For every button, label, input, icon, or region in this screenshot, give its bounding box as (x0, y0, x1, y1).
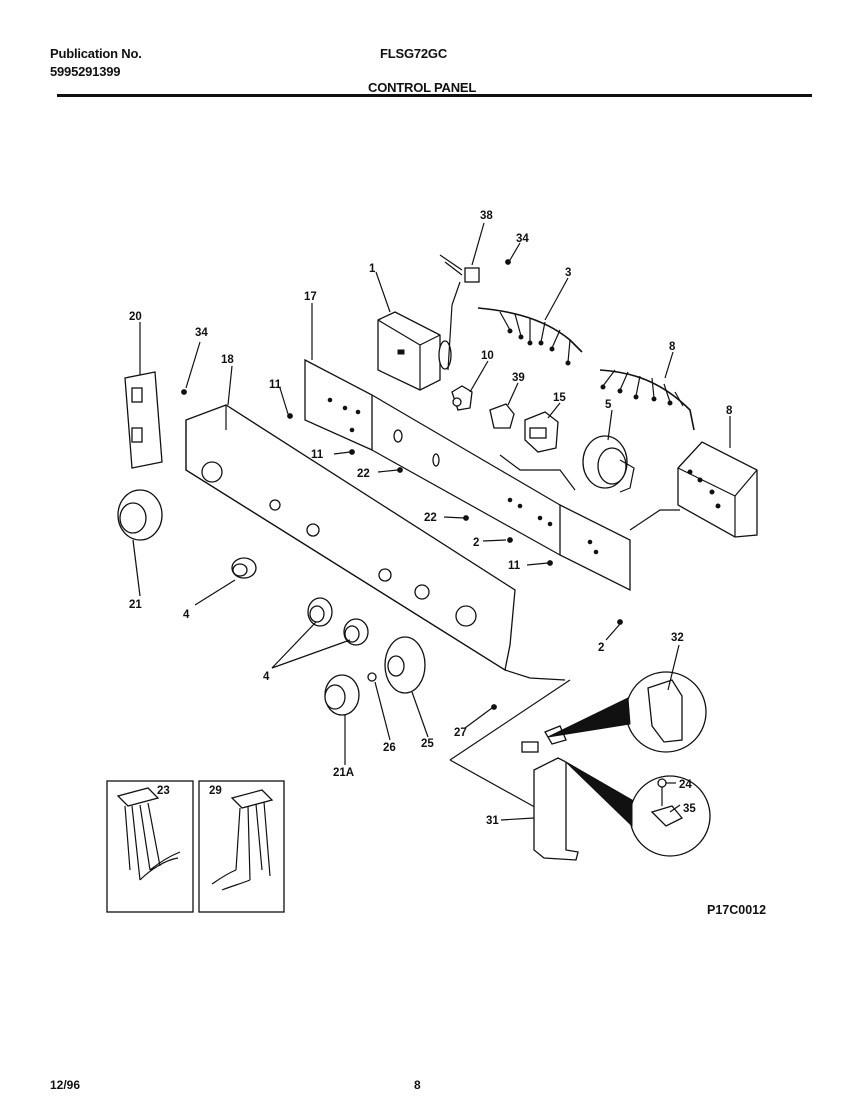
rotary-switch (451, 385, 559, 453)
bracket-31 (449, 679, 579, 861)
callout-4: 4 (183, 609, 190, 621)
callout-22: 22 (424, 512, 437, 524)
footer-date: 12/96 (50, 1078, 81, 1092)
knobs (117, 489, 426, 716)
callout-34: 34 (516, 233, 529, 245)
detail-circle-24-35 (565, 761, 711, 857)
callout-31: 31 (486, 815, 499, 827)
callout-4: 4 (263, 671, 270, 683)
callout-8: 8 (726, 405, 733, 417)
callout-18: 18 (221, 354, 234, 366)
page-number: 8 (414, 1078, 421, 1092)
callout-15: 15 (553, 392, 566, 404)
callout-29: 29 (209, 785, 222, 797)
control-module (677, 441, 758, 538)
pressure-switch (582, 435, 635, 493)
callout-24: 24 (679, 779, 692, 791)
publication-number: 5995291399 (50, 64, 121, 79)
harness-detail-29 (198, 780, 285, 913)
callout-25: 25 (421, 738, 434, 750)
harness-detail-23 (106, 780, 194, 913)
callout-5: 5 (605, 399, 612, 411)
callout-26: 26 (383, 742, 396, 754)
callout-11: 11 (311, 449, 324, 461)
callout-3: 3 (565, 267, 571, 279)
callout-35: 35 (683, 803, 696, 815)
detail-circle-32 (547, 671, 707, 753)
header-rule (57, 94, 812, 97)
callout-11: 11 (508, 560, 521, 572)
section-title: CONTROL PANEL (368, 80, 477, 95)
callout-38: 38 (480, 210, 493, 222)
callout-21a: 21A (333, 767, 354, 779)
callout-21: 21 (129, 599, 142, 611)
publication-label: Publication No. (50, 46, 142, 61)
callout-1: 1 (369, 263, 376, 275)
switch-38 (439, 254, 480, 371)
callout-32: 32 (671, 632, 684, 644)
console-panel (185, 404, 566, 681)
rear-bracket (304, 358, 631, 592)
callout-34: 34 (195, 327, 208, 339)
callout-23: 23 (157, 785, 170, 797)
callout-2: 2 (473, 537, 479, 549)
callout-8: 8 (669, 341, 676, 353)
callout-39: 39 (512, 372, 525, 384)
timer (377, 311, 452, 391)
end-cap (124, 371, 163, 469)
wire-harness (477, 307, 695, 431)
callout-22: 22 (357, 468, 370, 480)
callout-11: 11 (269, 379, 282, 391)
leader-lines (132, 222, 731, 821)
figure-code: P17C0012 (707, 903, 766, 917)
screws (181, 259, 623, 710)
callout-2: 2 (598, 642, 604, 654)
callout-27: 27 (454, 727, 467, 739)
model-number: FLSG72GC (380, 46, 448, 61)
callout-17: 17 (304, 291, 317, 303)
callout-labels: 1 2 2 3 4 4 5 8 8 10 11 11 11 15 17 18 2… (129, 210, 733, 827)
callout-20: 20 (129, 311, 142, 323)
callout-10: 10 (481, 350, 494, 362)
